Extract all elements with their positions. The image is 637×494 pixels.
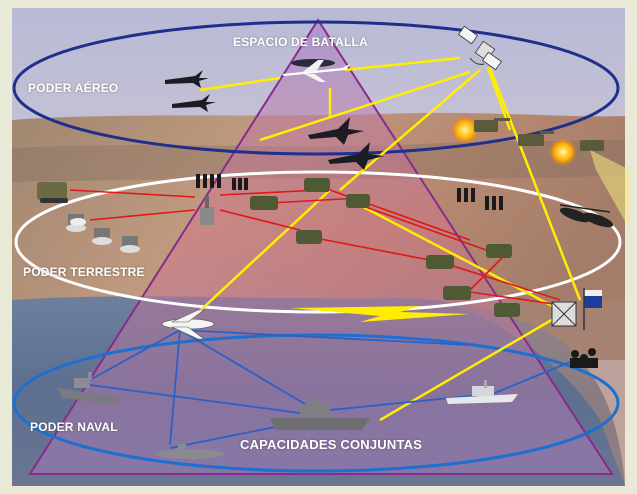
transport-plane-icon — [161, 309, 215, 340]
coast-region — [440, 300, 625, 486]
air-power-label: PODER AÉREO — [28, 81, 119, 95]
joint-capabilities-label: CAPACIDADES CONJUNTAS — [240, 437, 423, 452]
joint-pyramid — [28, 18, 614, 475]
fighter-jet-icon — [165, 70, 209, 88]
fighter-jet-icon — [172, 94, 216, 112]
land-ring — [14, 170, 622, 314]
explosion-icon — [549, 138, 577, 166]
satellite-icon — [458, 25, 502, 71]
yellow-links — [189, 56, 582, 422]
land-power-label: PODER TERRESTRE — [23, 265, 145, 279]
beam-highlight — [590, 150, 630, 230]
helicopter-icon — [559, 204, 614, 228]
radar-icon — [200, 196, 214, 225]
submarine-icon — [156, 444, 224, 459]
naval-power-label: PODER NAVAL — [30, 420, 118, 434]
awacs-icon — [282, 59, 350, 82]
explosion-icon — [451, 116, 479, 144]
humvee-icon — [250, 178, 520, 317]
flag-icon — [583, 288, 602, 330]
warship-icon — [446, 380, 518, 404]
infantry-icon — [457, 188, 503, 210]
tank-icon — [37, 182, 68, 203]
lightning-bolt — [290, 306, 470, 322]
comm-tower-icon — [551, 301, 577, 327]
air-ring — [12, 20, 620, 156]
infantry-icon — [196, 174, 248, 190]
infantry-icon — [570, 348, 598, 368]
warship-icon — [58, 372, 122, 404]
artillery-icon — [474, 118, 604, 151]
fighter-jet-icon — [308, 117, 384, 170]
warship-icon — [270, 396, 370, 430]
sea-ring — [12, 333, 620, 473]
radar-icon — [66, 214, 140, 253]
battlespace-title: ESPACIO DE BATALLA — [233, 35, 368, 49]
